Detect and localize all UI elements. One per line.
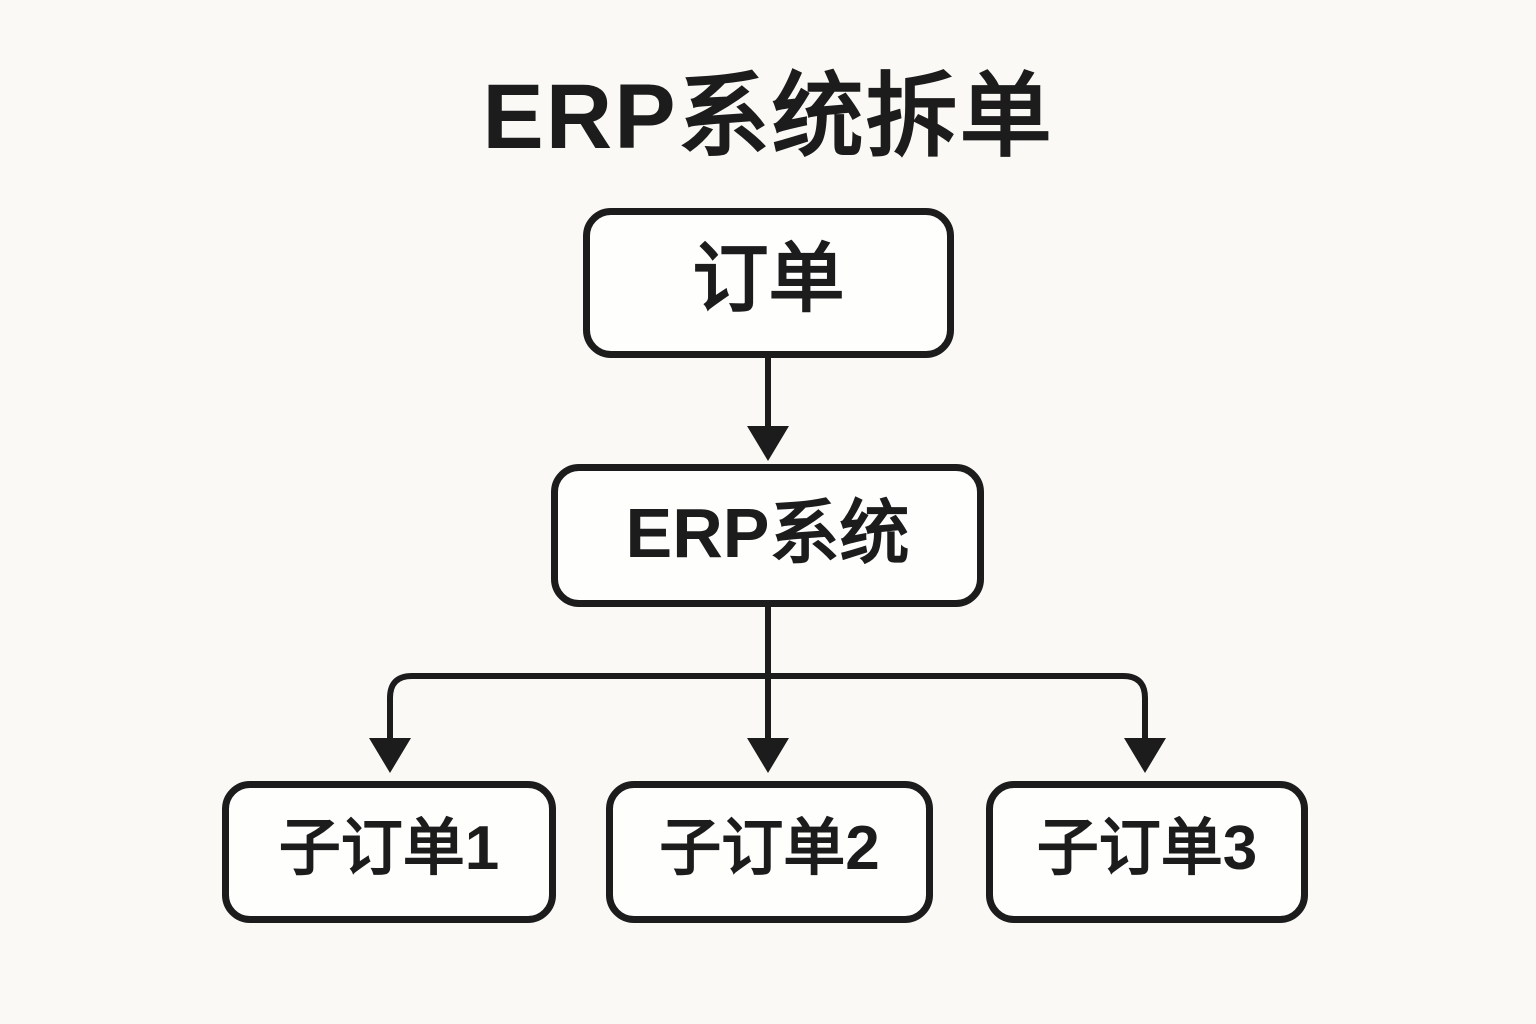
node-sub-order-1-label: 子订单1 (278, 814, 500, 883)
node-erp-system: ERP系统 (551, 464, 984, 607)
node-sub-order-3: 子订单3 (986, 781, 1308, 923)
diagram-title: ERP系统拆单 (482, 66, 1054, 168)
arrow-erp-to-sub1-head (369, 738, 411, 773)
arrow-erp-to-sub2-head (747, 738, 789, 773)
node-order-label: 订单 (692, 237, 845, 322)
node-sub-order-1: 子订单1 (222, 781, 556, 923)
branch-bar-line (387, 673, 1148, 740)
node-erp-system-label: ERP系统 (625, 493, 910, 572)
arrow-order-to-erp-head (747, 426, 789, 461)
node-sub-order-2-label: 子订单2 (659, 814, 880, 883)
node-sub-order-3-label: 子订单3 (1036, 814, 1258, 883)
node-order: 订单 (583, 208, 954, 358)
arrow-erp-to-sub3-head (1124, 738, 1166, 773)
node-sub-order-2: 子订单2 (606, 781, 933, 923)
